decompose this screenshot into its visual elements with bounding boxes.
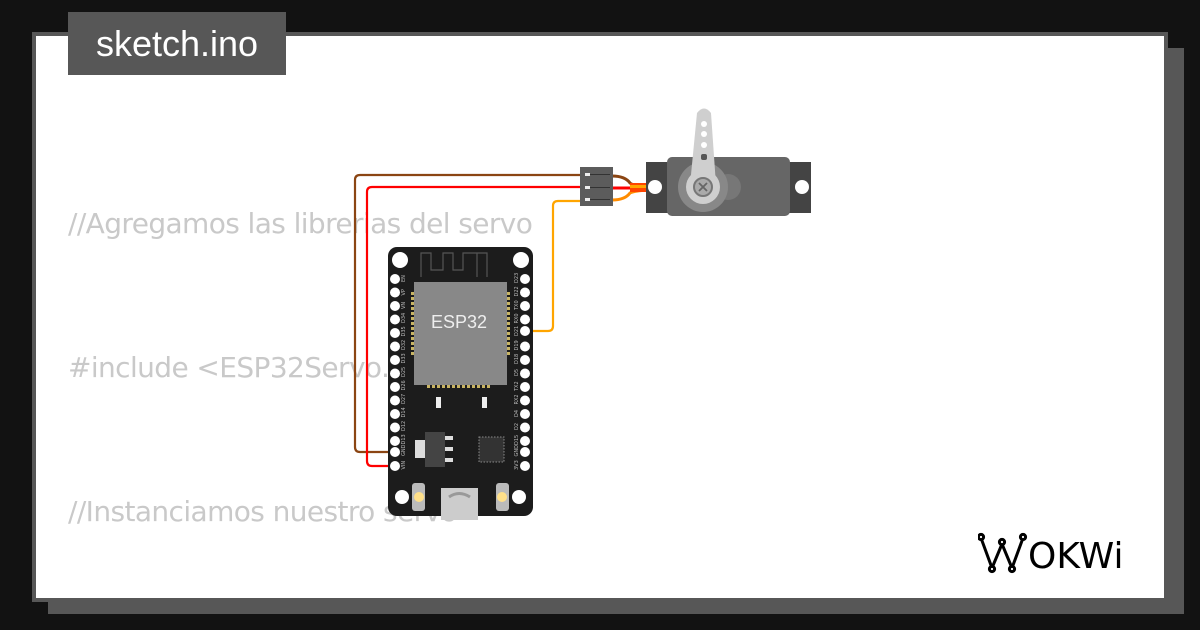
code-panel: //Agregamos las librerias del servo #inc… — [32, 32, 1168, 602]
esp32-label: ESP32 — [431, 312, 487, 332]
usb-port — [441, 488, 478, 520]
svg-text:GND: GND — [514, 445, 520, 457]
svg-text:GND: GND — [401, 444, 407, 456]
svg-text:D14: D14 — [401, 407, 407, 417]
svg-text:D23: D23 — [514, 273, 520, 283]
code-line: //Agregamos las librerias del servo — [68, 207, 533, 240]
reset-button[interactable] — [496, 483, 509, 511]
right-pin-header — [520, 274, 530, 471]
svg-text:TX0: TX0 — [514, 300, 520, 311]
servo-connector — [580, 167, 613, 206]
vin-wire[interactable] — [365, 185, 585, 468]
svg-text:RX2: RX2 — [514, 394, 520, 404]
svg-text:D21: D21 — [514, 326, 520, 336]
voltage-regulator — [425, 432, 445, 467]
svg-text:D5: D5 — [514, 369, 520, 376]
signal-wire[interactable] — [525, 199, 585, 333]
svg-text:EN: EN — [401, 275, 407, 282]
esp32-module — [414, 282, 507, 385]
svg-text:D15: D15 — [514, 435, 520, 445]
svg-text:D32: D32 — [401, 340, 407, 350]
svg-text:D22: D22 — [514, 286, 520, 296]
svg-text:D34: D34 — [401, 313, 407, 323]
left-pin-header — [390, 274, 400, 471]
svg-text:D12: D12 — [401, 421, 407, 431]
servo-motor[interactable] — [646, 108, 811, 217]
esp32-board[interactable]: ESP32 EN VP VN — [388, 247, 533, 520]
usb-uart-chip — [478, 436, 505, 463]
boot-button[interactable] — [412, 483, 425, 511]
svg-text:D27: D27 — [401, 394, 407, 404]
code-view: //Agregamos las librerias del servo #inc… — [68, 104, 616, 598]
svg-text:D26: D26 — [401, 380, 407, 390]
svg-text:VIN: VIN — [401, 461, 407, 470]
svg-text:D33: D33 — [401, 353, 407, 363]
svg-text:D19: D19 — [514, 340, 520, 350]
svg-text:VP: VP — [401, 289, 407, 295]
svg-text:3V3: 3V3 — [514, 460, 520, 470]
svg-text:RX0: RX0 — [514, 313, 520, 323]
svg-text:D13: D13 — [401, 434, 407, 444]
svg-text:D25: D25 — [401, 367, 407, 377]
svg-text:TX2: TX2 — [514, 381, 520, 392]
gnd-wire[interactable] — [353, 173, 585, 454]
svg-text:D2: D2 — [514, 423, 520, 430]
wokwi-logo-text: OKWi — [1028, 536, 1123, 577]
svg-text:D35: D35 — [401, 326, 407, 336]
svg-text:D18: D18 — [514, 354, 520, 364]
right-pin-labels: D23 D22 TX0 RX0 D21 D19 D18 D5 TX2 RX2 D… — [514, 273, 520, 470]
file-tab[interactable]: sketch.ino — [68, 12, 286, 75]
svg-text:D4: D4 — [514, 410, 520, 417]
wokwi-logo: OKWi — [978, 532, 1123, 577]
svg-text:VN: VN — [401, 302, 407, 309]
left-pin-labels: EN VP VN D34 D35 D32 D33 D25 D26 D27 D14… — [401, 275, 407, 470]
